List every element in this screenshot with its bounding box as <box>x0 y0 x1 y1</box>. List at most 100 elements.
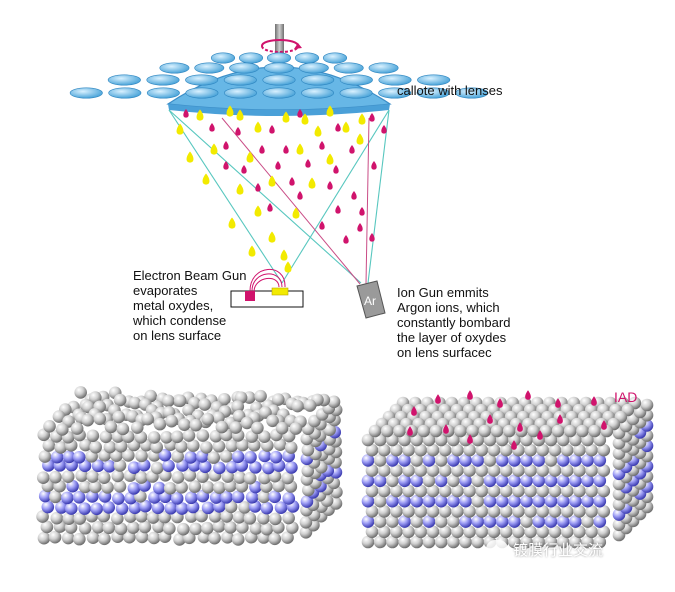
atom <box>377 505 391 518</box>
atom <box>208 531 221 545</box>
atom <box>556 515 570 528</box>
atom <box>422 474 436 488</box>
atom <box>224 500 238 514</box>
atom <box>585 525 598 539</box>
atom <box>544 474 558 488</box>
argon-ion <box>357 222 363 232</box>
lens <box>322 52 348 64</box>
atom <box>593 515 607 528</box>
atom <box>43 420 56 433</box>
atom <box>36 471 50 484</box>
atom <box>182 429 196 442</box>
atom <box>463 443 476 457</box>
argon-ion <box>297 190 303 200</box>
atom <box>463 505 476 518</box>
atom <box>508 494 521 508</box>
atom <box>258 430 271 444</box>
argon-ion <box>487 414 493 424</box>
atom <box>544 454 558 467</box>
atom <box>113 480 127 493</box>
atom <box>556 535 570 549</box>
argon-ion <box>255 182 261 192</box>
atom <box>91 520 105 534</box>
atom <box>207 451 221 464</box>
evaporant-particle <box>326 153 334 165</box>
evaporant-particle <box>176 123 184 135</box>
atom <box>128 501 142 515</box>
atom <box>126 521 140 534</box>
argon-ion <box>327 180 333 190</box>
lens <box>194 62 225 74</box>
atom <box>300 495 314 508</box>
atom <box>386 535 399 549</box>
atom <box>487 525 501 539</box>
atom <box>127 482 141 495</box>
atom <box>272 393 285 406</box>
atom <box>548 464 562 477</box>
argon-ion <box>259 144 265 154</box>
atom <box>434 535 448 549</box>
atom <box>159 469 172 482</box>
atom <box>532 515 546 528</box>
atom <box>422 454 436 467</box>
atom <box>153 417 167 431</box>
atom <box>581 454 594 467</box>
atom <box>377 484 391 498</box>
argon-ion <box>289 176 295 186</box>
atom <box>447 515 460 528</box>
atom <box>289 422 303 435</box>
atom <box>178 418 191 431</box>
atom <box>146 511 160 524</box>
atom <box>402 484 415 498</box>
atom <box>89 480 102 494</box>
atom <box>581 474 594 488</box>
atom <box>102 521 116 535</box>
argon-ion <box>343 234 349 244</box>
atom <box>539 424 553 438</box>
atom <box>225 460 239 474</box>
evaporant-particle <box>356 133 364 145</box>
lens <box>378 74 412 86</box>
atom <box>560 443 574 457</box>
argon-ion <box>319 140 325 150</box>
atom <box>99 430 113 444</box>
atom <box>112 492 125 505</box>
atom <box>386 515 399 528</box>
atom <box>151 501 165 515</box>
atom <box>361 454 375 467</box>
atom <box>410 535 424 549</box>
atom <box>61 470 75 483</box>
atom <box>365 443 379 457</box>
atom <box>266 414 279 428</box>
atom <box>70 422 84 435</box>
atom <box>61 531 75 545</box>
atom <box>73 532 86 546</box>
atom <box>573 525 586 539</box>
atom <box>176 522 190 536</box>
atom <box>532 535 546 549</box>
atom <box>258 471 271 485</box>
atom <box>103 440 117 454</box>
atom <box>231 490 245 504</box>
atom <box>597 505 611 518</box>
atom <box>201 480 215 494</box>
atom <box>386 494 399 508</box>
atom <box>499 464 513 477</box>
atom <box>281 471 294 485</box>
atom <box>495 474 509 488</box>
argon-ion <box>305 158 311 168</box>
atom <box>548 484 562 498</box>
atom <box>585 464 598 477</box>
atom <box>434 454 448 467</box>
atom <box>483 454 497 467</box>
atom <box>451 464 464 477</box>
atom <box>150 461 164 475</box>
atom <box>284 441 298 454</box>
evaporant-particle <box>248 245 256 257</box>
atom <box>173 533 186 546</box>
lens <box>69 87 103 99</box>
atom <box>426 464 440 477</box>
atom <box>112 410 125 424</box>
atom <box>116 422 130 436</box>
atom <box>499 525 513 539</box>
